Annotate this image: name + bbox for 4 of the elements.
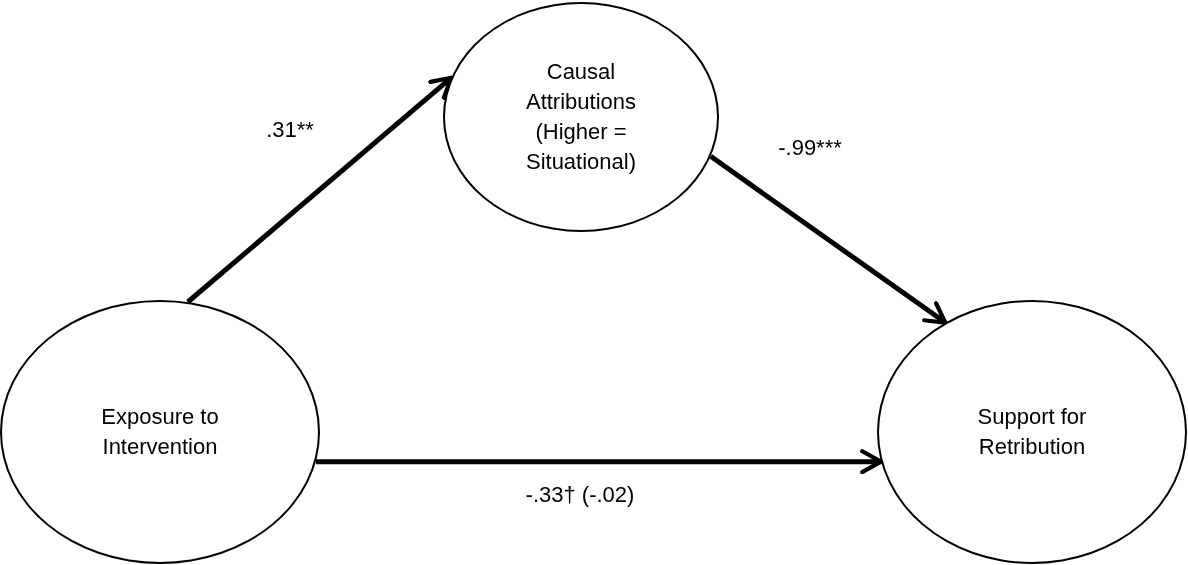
arrow xyxy=(709,154,948,325)
node-label: Support for Retribution xyxy=(976,403,1088,461)
node-label: Exposure to Intervention xyxy=(100,403,220,461)
node-label: Causal Attributions (Higher = Situational) xyxy=(524,58,638,176)
